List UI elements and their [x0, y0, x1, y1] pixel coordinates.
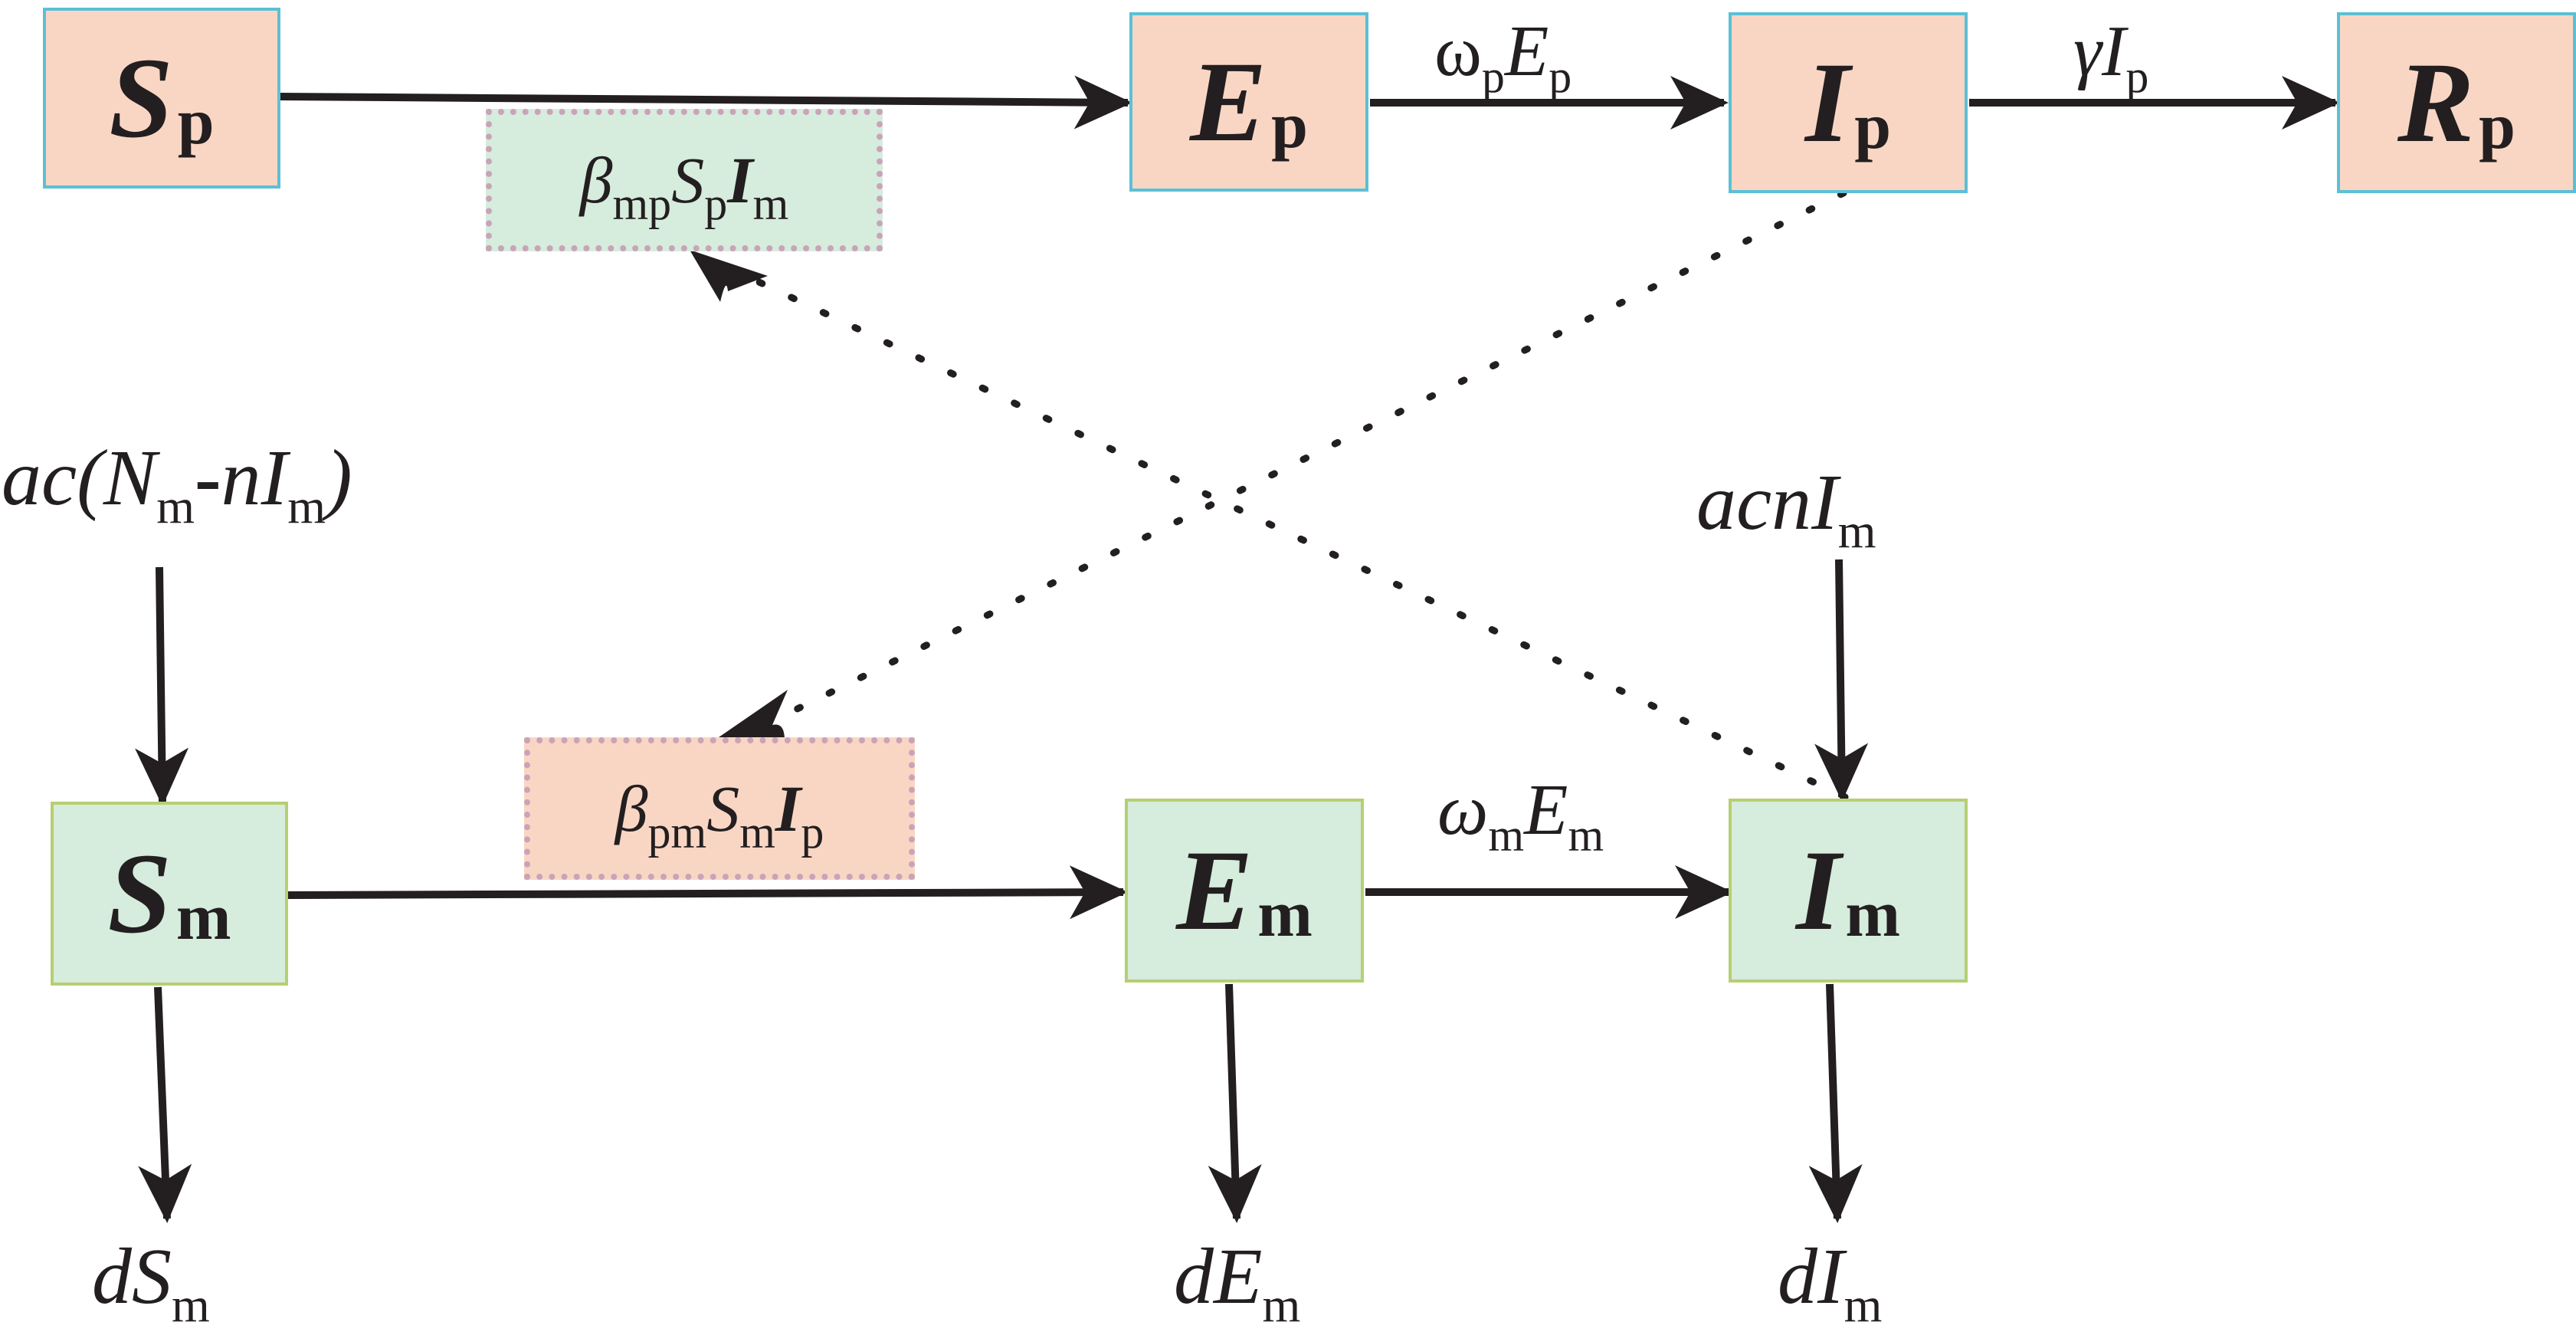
- node-ip-subscript: p: [1854, 89, 1892, 162]
- death-de: dE: [1174, 1232, 1263, 1321]
- ep-var: E: [1504, 11, 1549, 91]
- sm-var: S: [706, 772, 740, 845]
- rate-birth-s: ac(Nm-nIm): [2, 438, 352, 531]
- node-sp-letter: S: [109, 34, 173, 162]
- arrow-em-death: [1208, 983, 1262, 1223]
- im-subscript: m: [752, 179, 789, 229]
- rate-death-s: dSm: [92, 1237, 210, 1330]
- sm-subscript: m: [739, 807, 775, 858]
- dotted-arrow-im-to-beta-mp: [716, 260, 1849, 801]
- dotted-arrow-ip-to-beta-pm: [770, 189, 1847, 724]
- arrow-birth-to-im: [1814, 559, 1869, 802]
- death-i-subscript: m: [1844, 1278, 1883, 1332]
- death-di: dI: [1778, 1232, 1844, 1321]
- node-sm-letter: S: [107, 830, 172, 957]
- em-subscript: m: [1568, 810, 1604, 861]
- ip-var: I: [775, 772, 801, 845]
- gamma-symbol: γ: [2073, 11, 2102, 91]
- ip-subscript: p: [2125, 51, 2149, 102]
- omega-m-subscript: m: [1488, 810, 1525, 861]
- node-rp-letter: R: [2397, 39, 2475, 166]
- beta-symbol: β: [615, 772, 648, 845]
- rate-beta-mp: βmpSpIm: [580, 147, 789, 227]
- rate-gamma: γIp: [2073, 15, 2148, 100]
- beta-symbol: β: [579, 143, 613, 217]
- arrow-birth-to-sm: [135, 566, 189, 806]
- node-ep-letter: E: [1190, 38, 1267, 166]
- ep-subscript: p: [1549, 51, 1572, 102]
- rate-omega-m: ωmEm: [1437, 774, 1604, 858]
- rate-omega-p: ωpEp: [1434, 15, 1571, 100]
- node-sm-subscript: m: [175, 880, 231, 953]
- birth-ni: nI: [221, 434, 288, 522]
- ip-subscript: p: [801, 807, 824, 858]
- dotted-arrowhead-beta-mp: [690, 250, 768, 302]
- node-im-subscript: m: [1845, 877, 1900, 950]
- omega-symbol: ω: [1437, 770, 1489, 850]
- rate-beta-pm-box: βpmSmIp: [524, 737, 915, 880]
- node-ep-subscript: p: [1271, 88, 1308, 162]
- rate-death-e: dEm: [1174, 1237, 1300, 1330]
- birth-i-subscript: m: [287, 479, 326, 533]
- birth-i-subscript: m: [1837, 504, 1876, 558]
- rate-birth-i: acnIm: [1696, 463, 1876, 556]
- dotted-arrowhead-beta-pm: [719, 690, 788, 740]
- node-rp-subscript: p: [2479, 89, 2515, 162]
- em-var: E: [1524, 770, 1568, 850]
- sp-subscript: p: [704, 179, 728, 229]
- arrow-sp-to-ep: [279, 75, 1132, 130]
- rate-beta-pm: βpmSmIp: [615, 776, 824, 855]
- omega-symbol: ω: [1434, 11, 1482, 91]
- death-ds: dS: [92, 1232, 172, 1321]
- rate-death-i: dIm: [1778, 1237, 1882, 1330]
- arrow-im-death: [1808, 983, 1863, 1223]
- beta-pm-subscript: pm: [647, 807, 707, 858]
- birth-n-subscript: m: [156, 479, 195, 533]
- death-e-subscript: m: [1262, 1278, 1301, 1332]
- node-em-subscript: m: [1257, 877, 1313, 950]
- arrow-sm-to-em: [287, 865, 1128, 920]
- birth-ac: ac: [2, 434, 77, 522]
- paren-open: (: [77, 434, 103, 522]
- node-im-letter: I: [1795, 827, 1841, 954]
- arrow-sm-death: [138, 986, 192, 1223]
- node-sp-subscript: p: [177, 84, 215, 158]
- sp-var: S: [671, 143, 705, 217]
- birth-acni: acnI: [1696, 458, 1838, 546]
- minus-sign: -: [194, 434, 221, 522]
- paren-close: ): [326, 434, 352, 522]
- rate-beta-mp-box: βmpSpIm: [486, 109, 883, 251]
- node-em-letter: E: [1176, 827, 1254, 954]
- beta-mp-subscript: mp: [612, 179, 672, 229]
- im-var: I: [727, 143, 753, 217]
- birth-n: N: [103, 434, 157, 522]
- death-s-subscript: m: [172, 1278, 210, 1332]
- omega-p-subscript: p: [1481, 51, 1505, 102]
- ip-var: I: [2102, 11, 2126, 91]
- node-ip-letter: I: [1804, 39, 1850, 166]
